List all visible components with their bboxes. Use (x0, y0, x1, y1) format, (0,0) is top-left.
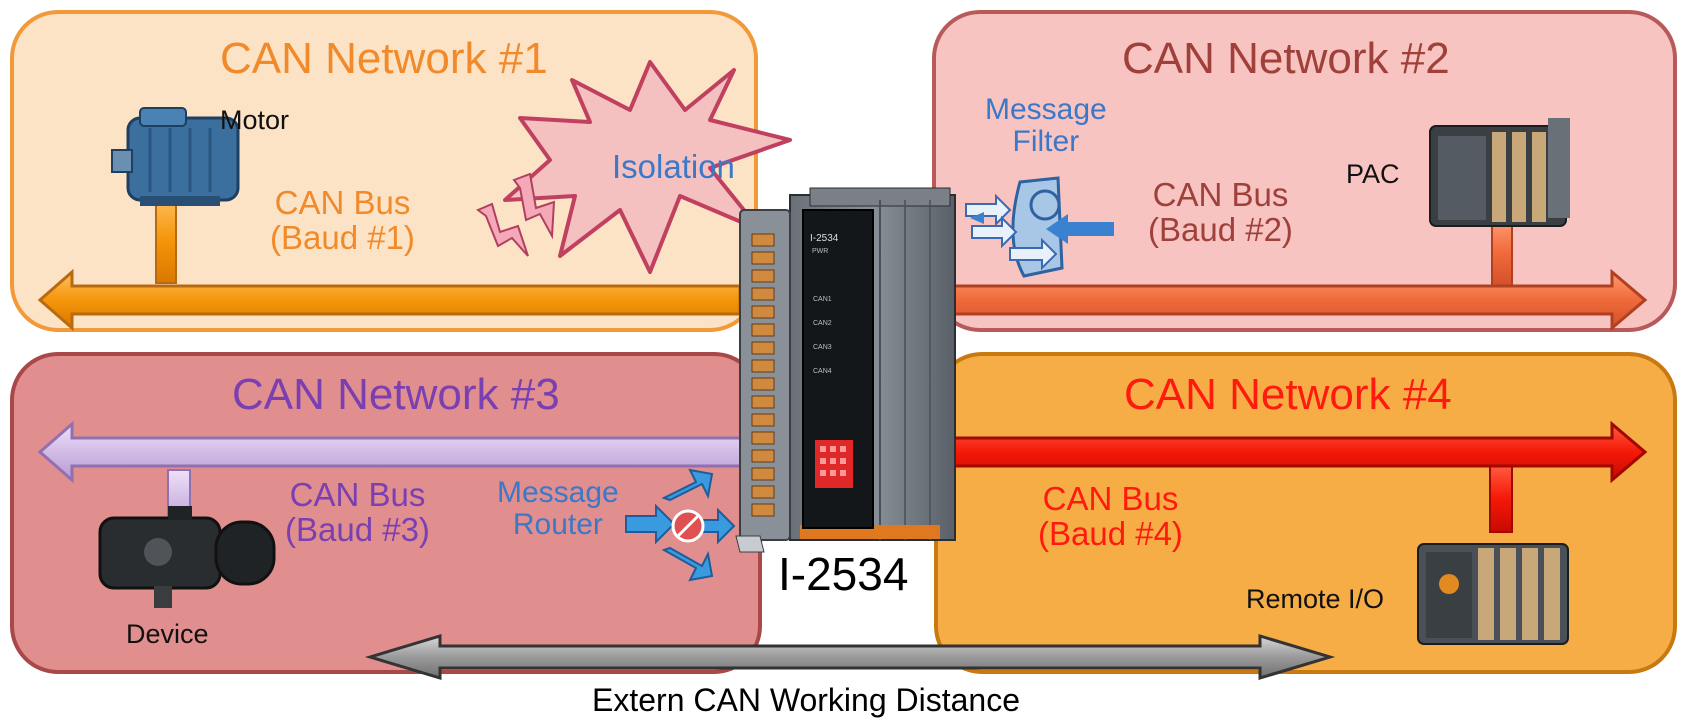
device-icon (98, 506, 276, 608)
remote-io-label: Remote I/O (1246, 584, 1385, 614)
can-bus-4-label: CAN Bus (Baud #4) (1038, 480, 1183, 552)
can-bus-2-label-line2: (Baud #2) (1148, 210, 1293, 248)
isolation-burst-icon (503, 60, 792, 274)
can-bus-1-label: CAN Bus (Baud #1) (270, 184, 415, 256)
can-network-4-title: CAN Network #4 (1124, 370, 1452, 419)
message-router-label-line2: Router (512, 507, 603, 541)
isolation-label: Isolation (612, 148, 735, 185)
can-bus-2-label-line1: CAN Bus (1152, 176, 1289, 213)
module-led-can1: CAN1 (813, 296, 832, 303)
device-label: Device (126, 619, 209, 649)
module-face-title: I-2534 (810, 233, 839, 244)
can-bus-1-line (37, 194, 742, 332)
module-name: I-2534 (778, 548, 909, 600)
module-face-pwr: PWR (812, 248, 829, 255)
can-bus-4-label-line1: CAN Bus (1042, 480, 1179, 517)
message-filter-label: Message Filter (985, 94, 1107, 157)
can-bus-3-label: CAN Bus (Baud #3) (285, 476, 430, 548)
pac-label: PAC (1346, 159, 1400, 189)
can-network-3-panel (10, 352, 762, 674)
pac-icon (1429, 118, 1570, 227)
i-2534-module (735, 187, 956, 553)
can-bus-1-label-line1: CAN Bus (274, 184, 411, 221)
message-filter-label-line2: Filter (1012, 124, 1080, 158)
motor-icon (111, 107, 240, 206)
distance-label: Extern CAN Working Distance (592, 682, 1020, 718)
can-network-2-title: CAN Network #2 (1122, 34, 1450, 83)
can-bus-4-line (948, 420, 1648, 533)
can-network-1-title: CAN Network #1 (220, 34, 548, 83)
can-bus-2-label: CAN Bus (Baud #2) (1148, 176, 1293, 248)
module-led-can3: CAN3 (813, 344, 832, 351)
can-network-3-title: CAN Network #3 (232, 370, 560, 419)
module-led-can4: CAN4 (813, 368, 832, 375)
remote-io-icon (1417, 543, 1569, 645)
message-router-label: Message Router (497, 477, 619, 540)
module-led-can2: CAN2 (813, 320, 832, 327)
can-bus-1-label-line2: (Baud #1) (270, 218, 415, 256)
motor-label: Motor (220, 105, 290, 135)
message-filter-label-line1: Message (985, 93, 1107, 126)
message-router-label-line1: Message (497, 476, 619, 509)
message-router-icon (625, 468, 736, 582)
can-bus-3-label-line2: (Baud #3) (285, 510, 430, 548)
can-bus-2-line (943, 219, 1648, 332)
lightning-icon (476, 172, 556, 257)
can-bus-4-label-line2: (Baud #4) (1038, 514, 1183, 552)
message-filter-icon (965, 176, 1114, 278)
distance-arrow (364, 633, 1336, 681)
can-bus-3-label-line1: CAN Bus (289, 476, 426, 513)
